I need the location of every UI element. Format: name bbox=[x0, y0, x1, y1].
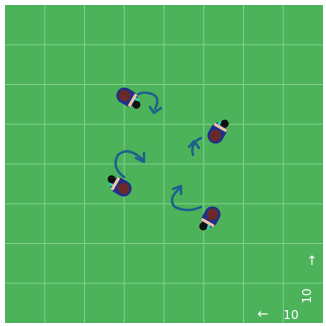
horizontal-scale-arrow: ← bbox=[258, 307, 269, 322]
vertical-scale-arrow: ↑ bbox=[307, 254, 318, 269]
vertical-scale-label: 10 bbox=[300, 288, 314, 303]
soccer-field: ↑ 10 ← 10 bbox=[5, 5, 323, 323]
horizontal-scale-label: 10 bbox=[283, 308, 298, 322]
